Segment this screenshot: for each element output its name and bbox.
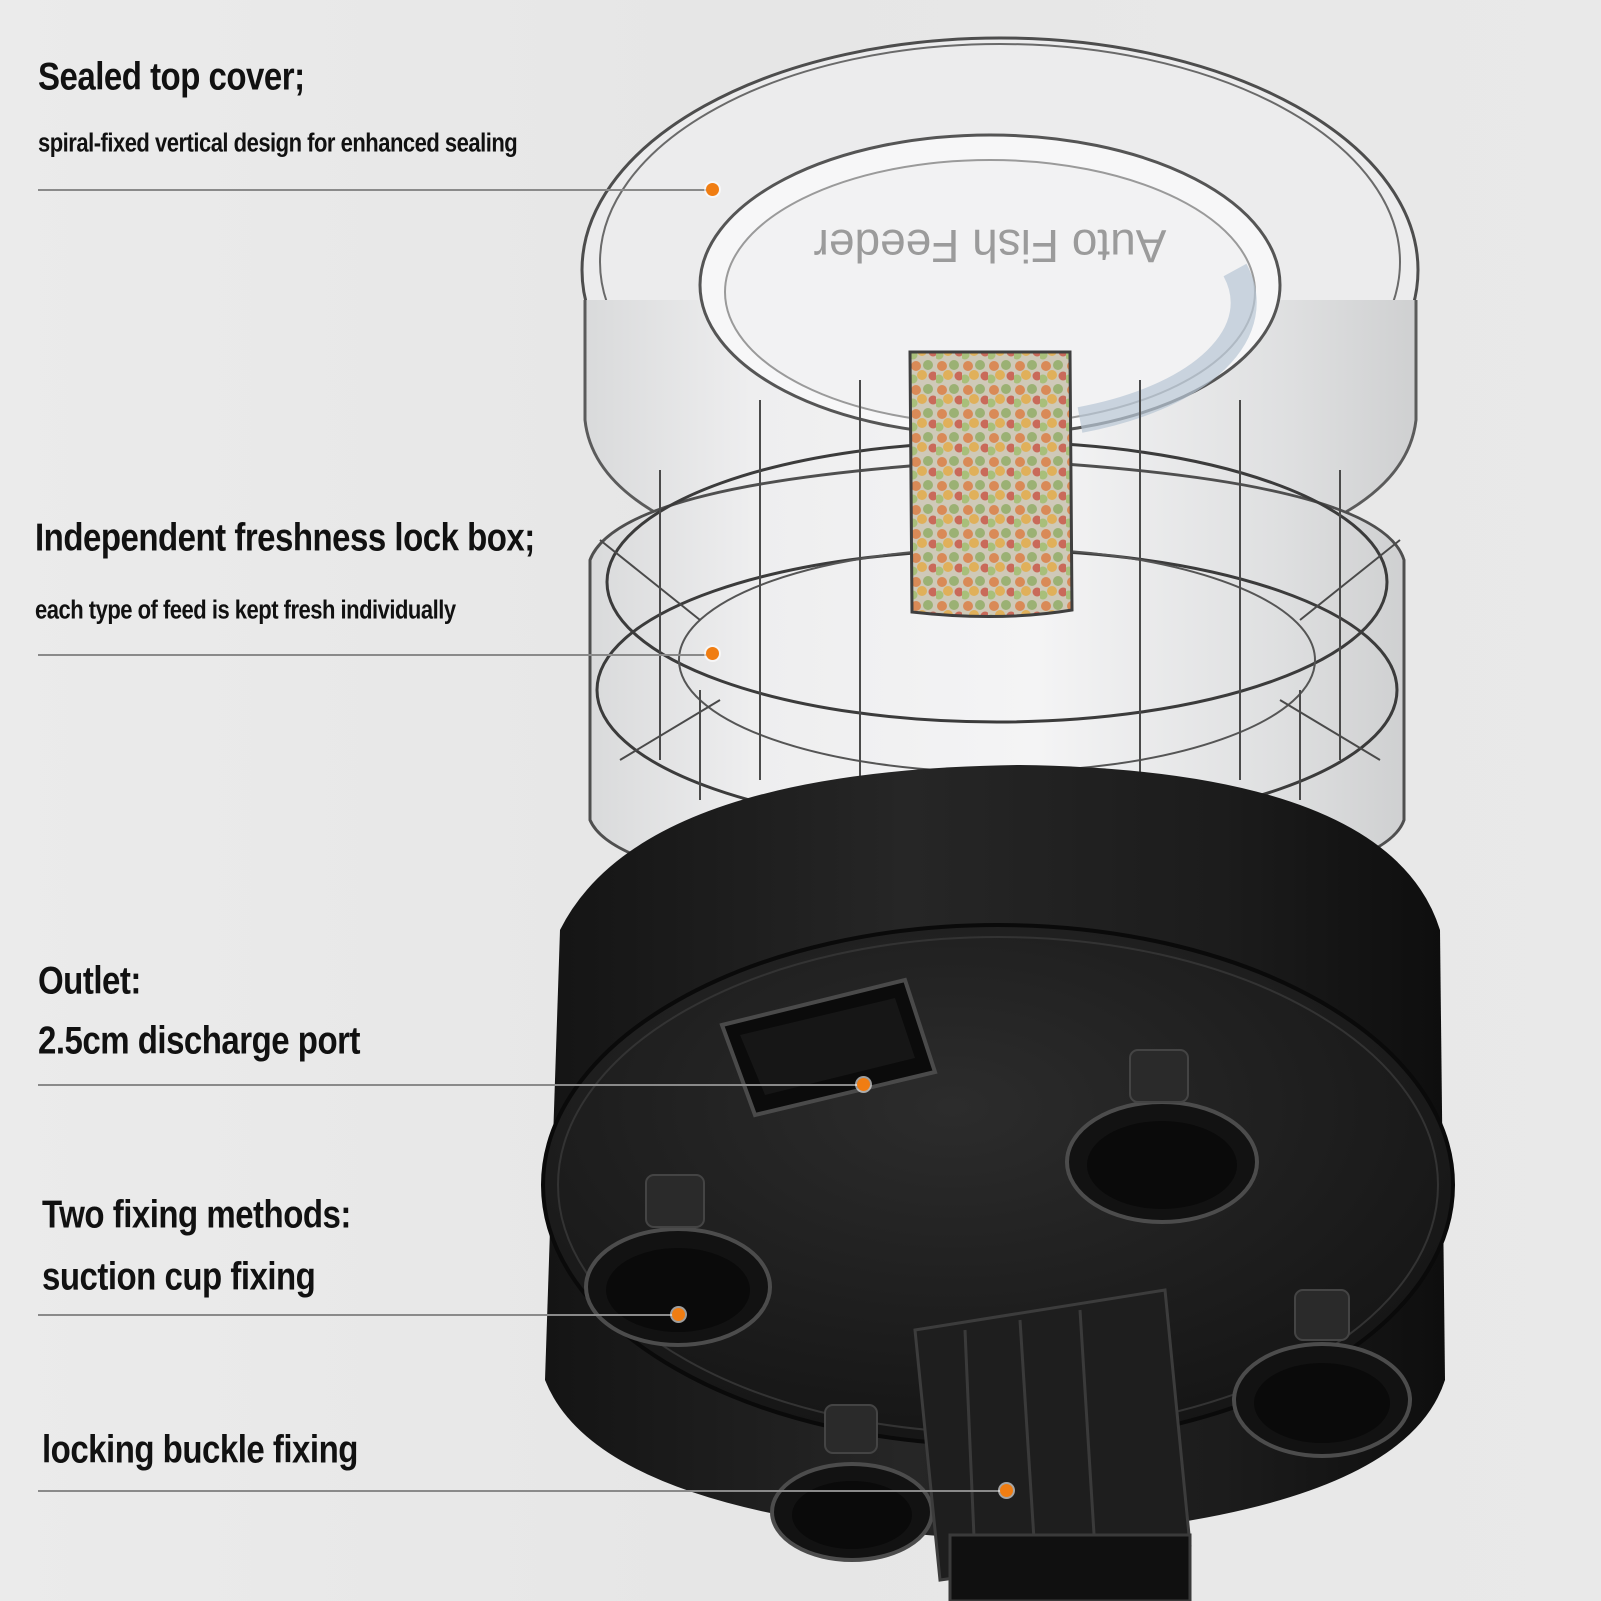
locking-buckle-title: locking buckle fixing [42,1427,358,1471]
lock-box-leader-line [38,654,712,656]
top-cover-marker [706,183,719,196]
outlet-title: Outlet: [38,958,141,1002]
outlet-leader-line [38,1084,864,1086]
lock-box-title: Independent freshness lock box; [35,515,535,559]
lock-box-marker [706,647,719,660]
compartment-dividers [599,380,1401,800]
suction-cup-description: suction cup fixing [42,1254,316,1298]
locking-buckle-marker [1000,1484,1013,1497]
top-cover-leader-line [38,189,712,191]
fixing-methods-title: Two fixing methods: [42,1192,351,1236]
lock-box-description: each type of feed is kept fresh individu… [35,595,456,625]
suction-cup-marker [672,1308,685,1321]
top-cover-description: spiral-fixed vertical design for enhance… [38,128,518,158]
outlet-marker [857,1078,870,1091]
locking-buckle-leader-line [38,1490,1006,1492]
top-cover-title: Sealed top cover; [38,54,305,98]
suction-cup-leader-line [38,1314,678,1316]
lid-label-text: Auto Fish Feeder [814,220,1167,272]
outlet-description: 2.5cm discharge port [38,1018,360,1062]
food-pellets [908,350,1074,619]
